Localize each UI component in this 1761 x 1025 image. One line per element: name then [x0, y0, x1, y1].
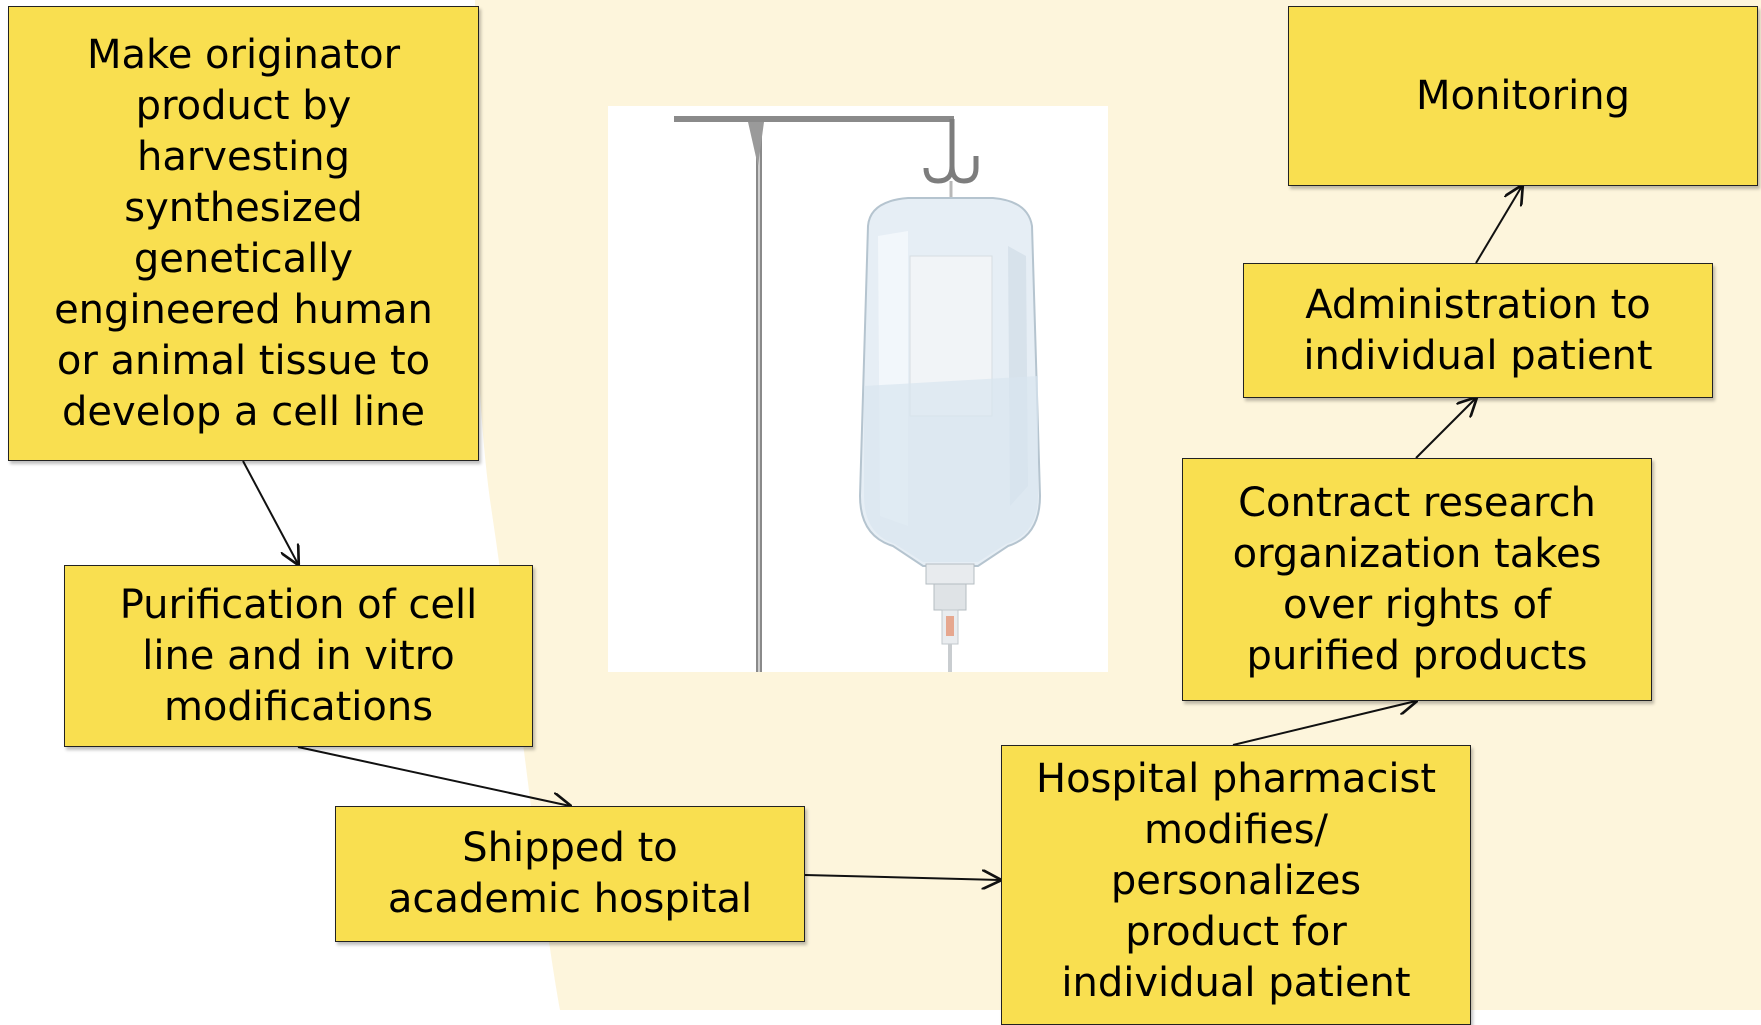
- arrow-cro-to-administration: [1415, 398, 1476, 459]
- arrow-pharmacist-to-cro: [1232, 701, 1416, 746]
- arrow-shipped-to-pharmacist: [804, 875, 1000, 880]
- arrow-purification-to-shipped: [297, 746, 570, 806]
- arrow-originator-to-purification: [242, 460, 298, 564]
- originator-product-box: Make originator product by harvesting sy…: [8, 6, 479, 461]
- monitoring-box: Monitoring: [1288, 6, 1758, 186]
- shipped-box: Shipped to academic hospital: [335, 806, 805, 942]
- iv-drip-bag-photo: [608, 106, 1108, 672]
- hospital-pharmacist-box: Hospital pharmacist modifies/ personaliz…: [1001, 745, 1471, 1025]
- administration-box: Administration to individual patient: [1243, 263, 1713, 398]
- contract-research-box: Contract research organization takes ove…: [1182, 458, 1652, 701]
- purification-box: Purification of cell line and in vitro m…: [64, 565, 533, 747]
- arrow-administration-to-monitoring: [1475, 186, 1522, 264]
